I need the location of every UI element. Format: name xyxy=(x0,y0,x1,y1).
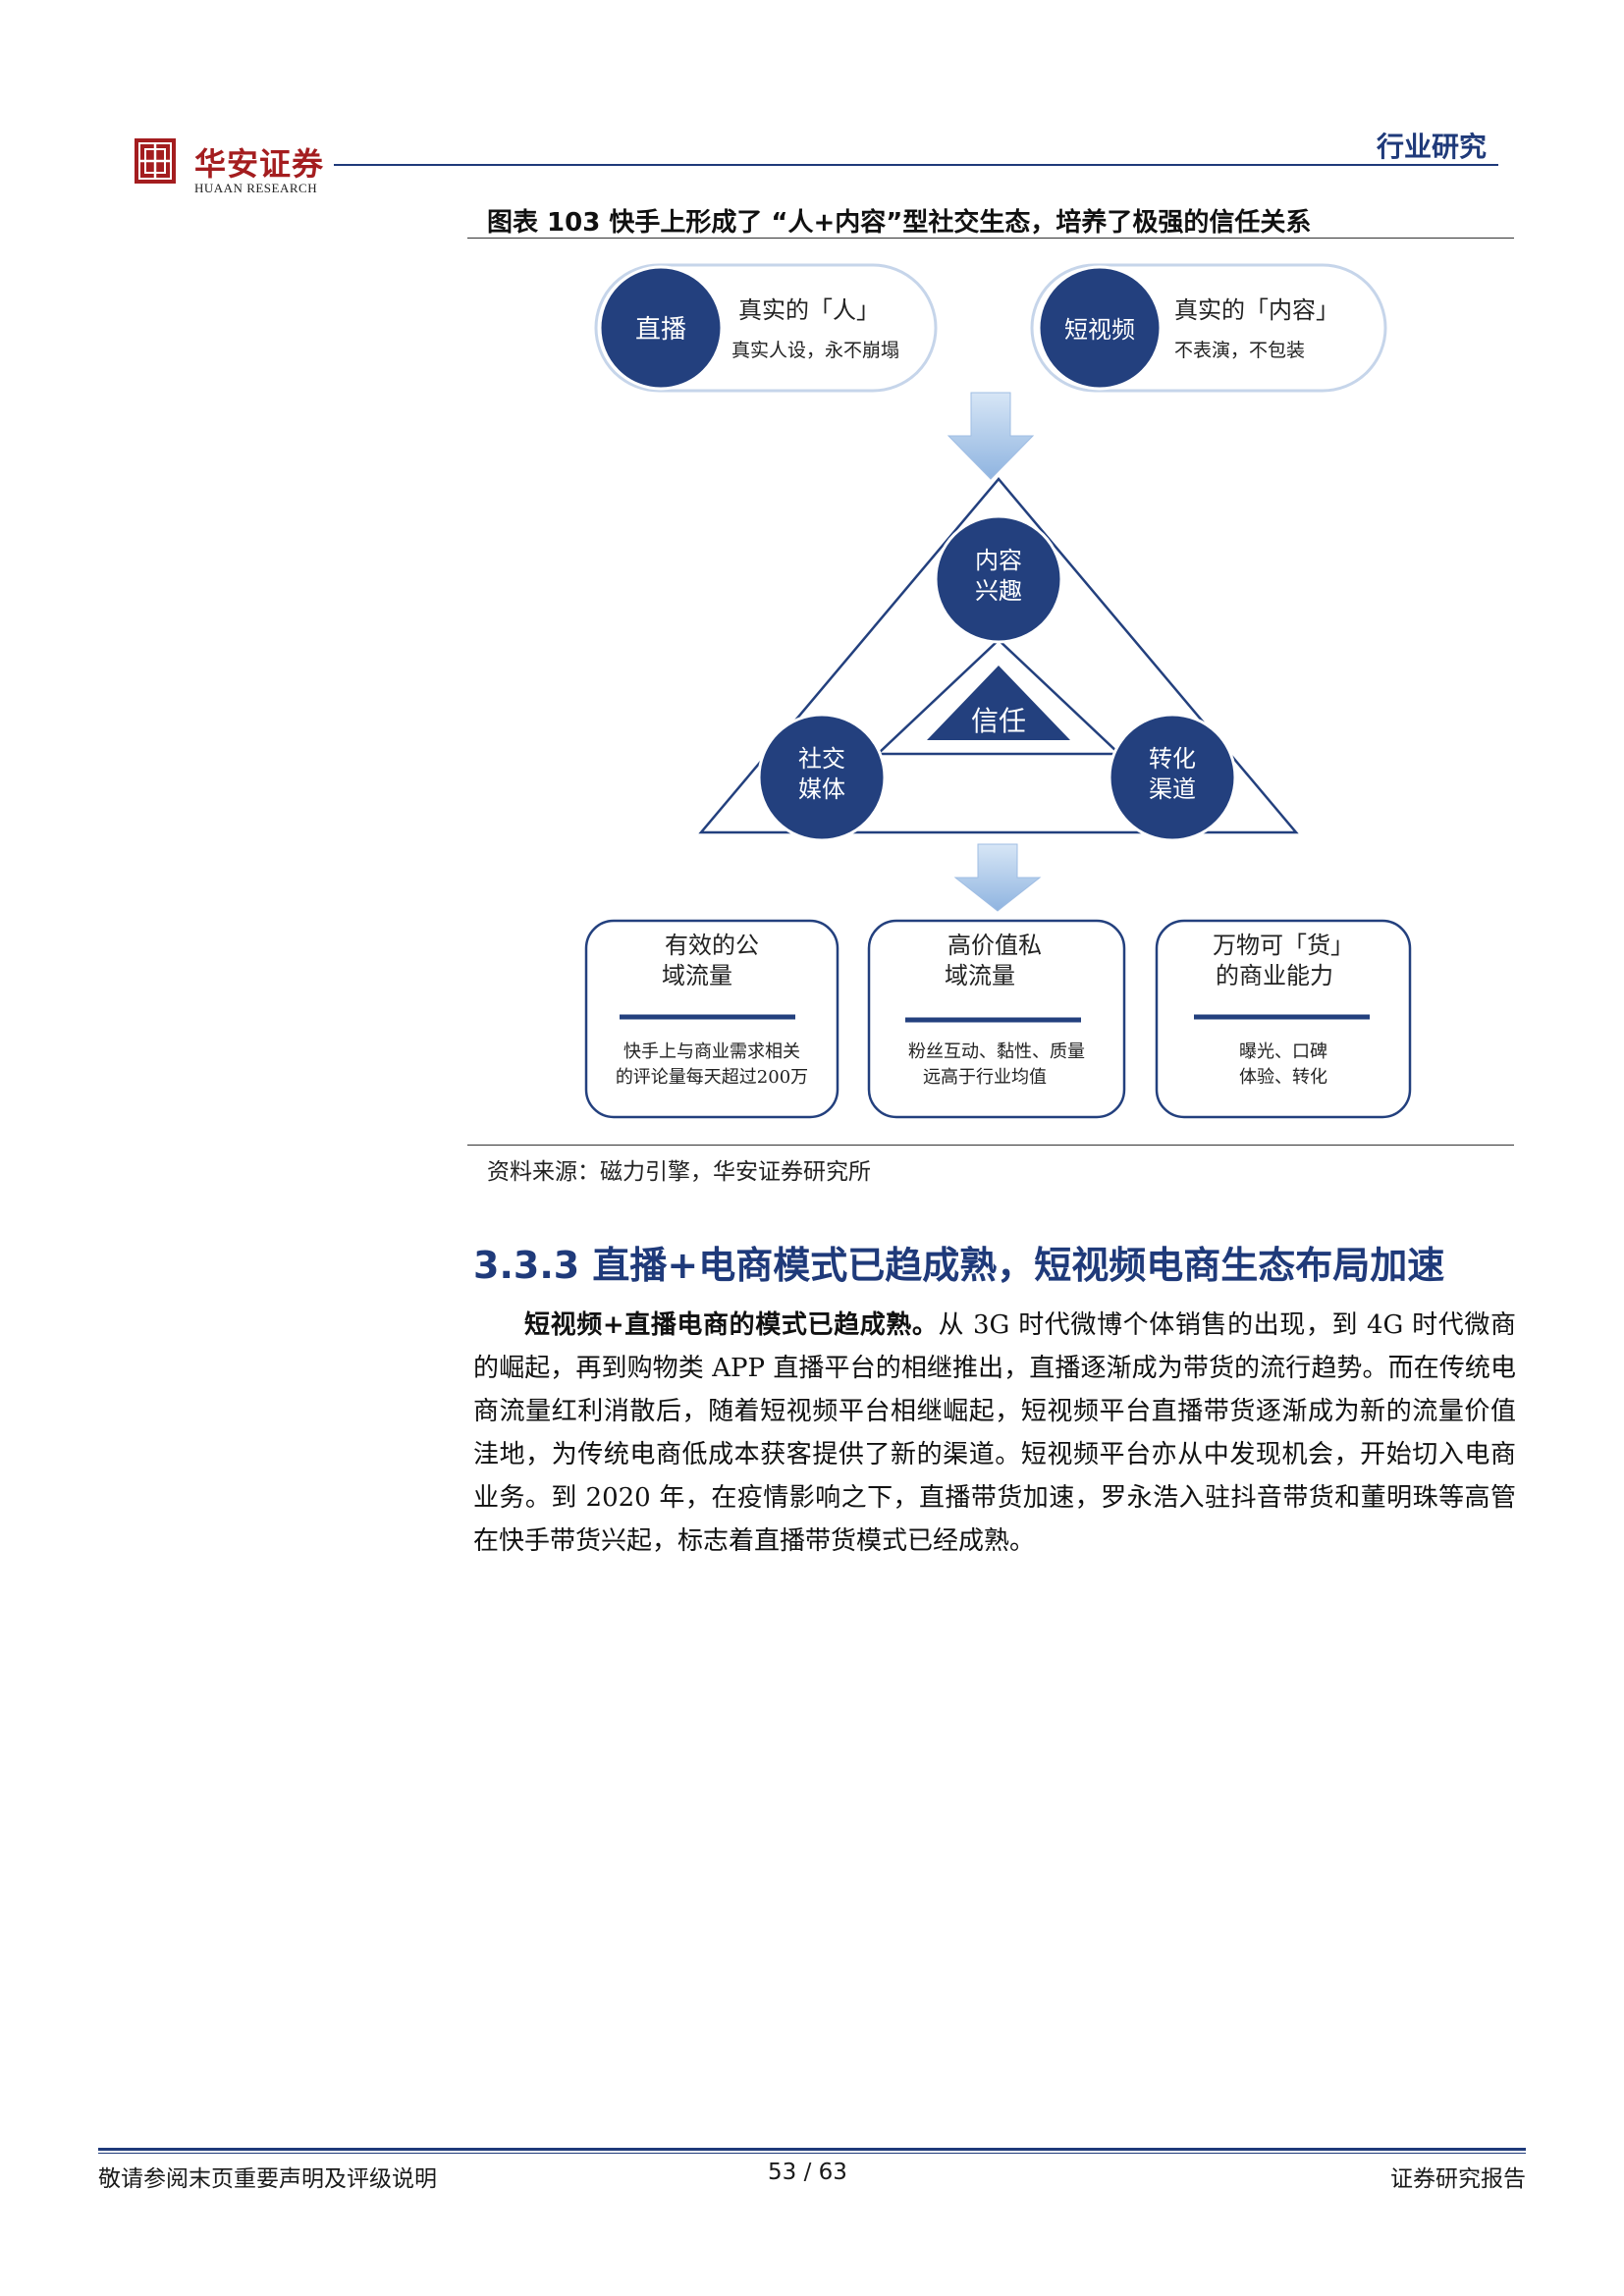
social-media-line2: 媒体 xyxy=(798,775,845,803)
footer-report-type: 证券研究报告 xyxy=(1390,2166,1526,2192)
box2-title-line1: 高价值私 xyxy=(947,932,1042,959)
page-number: 53 / 63 xyxy=(768,2160,847,2185)
box1-desc-line2: 的评论量每天超过200万 xyxy=(616,1067,808,1088)
footer-divider-thin xyxy=(98,2153,1526,2154)
real-person-title: 真实的「人」 xyxy=(738,296,880,324)
footer-divider xyxy=(98,2148,1526,2151)
box3-title-line1: 万物可「货」 xyxy=(1213,932,1354,959)
figure-source: 资料来源：磁力引擎，华安证券研究所 xyxy=(487,1159,871,1185)
logo-seal-icon xyxy=(135,138,176,184)
box3-desc-line1: 曝光、口碑 xyxy=(1239,1041,1327,1062)
conversion-channel-line2: 渠道 xyxy=(1149,775,1196,803)
box1-title-line2: 域流量 xyxy=(662,962,732,989)
down-arrow-icon xyxy=(947,392,1035,480)
private-traffic-box: 高价值私 域流量 粉丝互动、黏性、质量 远高于行业均值 xyxy=(867,919,1126,1119)
box2-desc-line1: 粉丝互动、黏性、质量 xyxy=(908,1041,1085,1062)
conversion-channel-line1: 转化 xyxy=(1149,745,1196,773)
box1-title-line1: 有效的公 xyxy=(665,932,759,959)
figure-title: 图表 103 快手上形成了 “人+内容”型社交生态，培养了极强的信任关系 xyxy=(487,208,1312,238)
real-content-title: 真实的「内容」 xyxy=(1174,296,1339,324)
box3-title-line2: 的商业能力 xyxy=(1216,962,1333,989)
box3-desc-line2: 体验、转化 xyxy=(1239,1067,1327,1088)
box2-title-line2: 域流量 xyxy=(945,962,1015,989)
public-traffic-box: 有效的公 域流量 快手上与商业需求相关 的评论量每天超过200万 xyxy=(584,919,839,1119)
real-content-desc: 不表演，不包装 xyxy=(1174,340,1305,361)
brand-name: 华安证券 xyxy=(194,145,325,183)
trust-triangle: 信任 内容 兴趣 社交 媒体 转化 渠道 xyxy=(698,477,1299,842)
brand-logo: 华安证券 HUAAN RESEARCH xyxy=(134,137,399,204)
content-interest-line1: 内容 xyxy=(975,547,1022,574)
down-arrow-icon xyxy=(953,843,1042,912)
commerce-ability-box: 万物可「货」 的商业能力 曝光、口碑 体验、转化 xyxy=(1155,919,1412,1119)
figure-top-rule xyxy=(467,238,1514,239)
brand-name-en: HUAAN RESEARCH xyxy=(194,181,318,195)
trust-ecosystem-diagram: 直播 真实的「人」 真实人设，永不崩塌 短视频 真实的「内容」 不表演，不包装 … xyxy=(584,263,1412,1119)
live-stream-pill: 直播 真实的「人」 真实人设，永不崩塌 xyxy=(594,263,938,393)
body-paragraph: 短视频+直播电商的模式已趋成熟。从 3G 时代微博个体销售的出现，到 4G 时代… xyxy=(473,1304,1516,1563)
trust-label: 信任 xyxy=(971,705,1026,737)
content-interest-line2: 兴趣 xyxy=(975,577,1022,605)
figure-bottom-rule xyxy=(467,1145,1514,1146)
live-stream-label: 直播 xyxy=(635,315,686,345)
box2-desc-line2: 远高于行业均值 xyxy=(923,1067,1047,1088)
real-person-desc: 真实人设，永不崩塌 xyxy=(731,340,899,361)
social-media-line1: 社交 xyxy=(798,745,845,773)
header-divider xyxy=(334,164,1498,166)
section-heading: 3.3.3 直播+电商模式已趋成熟，短视频电商生态布局加速 xyxy=(473,1244,1445,1287)
section-label: 行业研究 xyxy=(1376,131,1487,163)
short-video-pill: 短视频 真实的「内容」 不表演，不包装 xyxy=(1030,263,1387,393)
box1-desc-line1: 快手上与商业需求相关 xyxy=(623,1041,800,1062)
footer-disclaimer: 敬请参阅末页重要声明及评级说明 xyxy=(98,2166,437,2192)
short-video-label: 短视频 xyxy=(1064,316,1135,344)
paragraph-lead: 短视频+直播电商的模式已趋成熟。 xyxy=(524,1310,939,1340)
paragraph-text: 从 3G 时代微博个体销售的出现，到 4G 时代微商的崛起，再到购物类 APP … xyxy=(473,1310,1516,1556)
